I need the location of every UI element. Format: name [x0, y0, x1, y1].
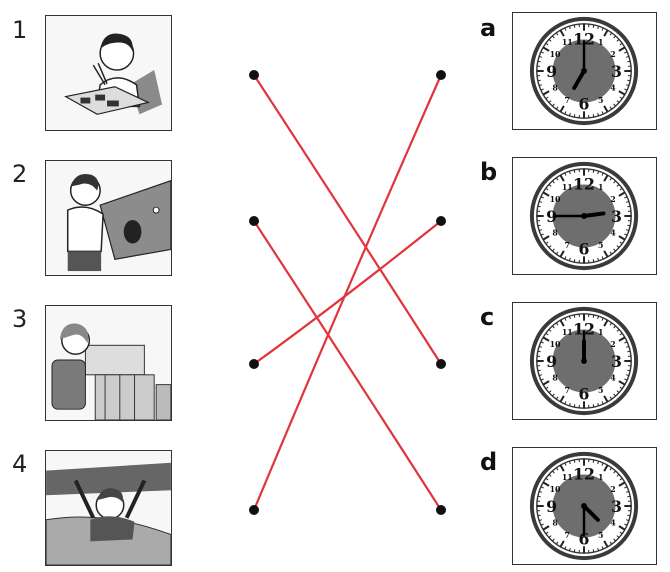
dial-number: 9 [546, 497, 557, 516]
connection-line [252, 219, 443, 366]
picture-2-boy-table-tennis [45, 160, 172, 276]
dial-number: 3 [611, 62, 622, 81]
dial-number: 8 [552, 374, 558, 383]
dial-number: 5 [598, 386, 603, 395]
dial-number: 2 [610, 195, 615, 204]
dial-number: 3 [611, 352, 622, 371]
dial-number: 10 [550, 195, 561, 204]
dial-number: 8 [552, 519, 558, 528]
dial-number: 12 [573, 319, 595, 338]
dial-number: 9 [546, 62, 557, 81]
left-dot [249, 70, 259, 80]
dial-number: 3 [611, 207, 622, 226]
dial-number: 9 [546, 352, 557, 371]
girl-school-illustration [46, 306, 171, 420]
dial-number: 2 [610, 340, 615, 349]
dial-number: 6 [579, 94, 590, 113]
hour-hand [572, 69, 586, 90]
dial-number: 1 [598, 328, 603, 337]
dial-number: 2 [610, 50, 615, 59]
connection-line [252, 73, 443, 512]
dial-number: 5 [598, 96, 603, 105]
right-dot [436, 216, 446, 226]
item-letter-d: d [480, 448, 498, 476]
dial-number: 1 [598, 183, 603, 192]
dial-number: 1 [598, 473, 603, 482]
item-number-3: 3 [12, 305, 28, 333]
right-dot [436, 505, 446, 515]
boy-waking-illustration [46, 451, 171, 565]
dial-number: 12 [573, 174, 595, 193]
dial-number: 4 [610, 84, 616, 93]
dial-number: 9 [546, 207, 557, 226]
picture-3-girl-school [45, 305, 172, 421]
dial-number: 3 [611, 497, 622, 516]
dial-number: 6 [579, 239, 590, 258]
dial-number: 6 [579, 384, 590, 403]
dial-number: 4 [610, 519, 616, 528]
dial-number: 11 [562, 328, 573, 337]
boy-table-tennis-illustration [46, 161, 171, 275]
dial-number: 8 [552, 229, 558, 238]
item-letter-b: b [480, 158, 498, 186]
picture-4-boy-waking [45, 450, 172, 566]
dial-number: 6 [579, 529, 590, 548]
item-number-2: 2 [12, 160, 28, 188]
dial-number: 10 [550, 50, 561, 59]
dial-number: 1 [598, 38, 603, 47]
right-dot [436, 70, 446, 80]
dial-number: 7 [565, 386, 570, 395]
dial-number: 12 [573, 29, 595, 48]
dial-number: 7 [565, 96, 570, 105]
dial-number: 12 [573, 464, 595, 483]
dial-number: 2 [610, 485, 615, 494]
dial-number: 7 [565, 531, 570, 540]
dial-number: 8 [552, 84, 558, 93]
girl-reading-illustration [46, 16, 171, 130]
dial-number: 10 [550, 485, 561, 494]
right-dot [436, 359, 446, 369]
dial-number: 5 [598, 241, 603, 250]
item-number-4: 4 [12, 450, 28, 478]
hour-hand [582, 504, 600, 522]
connection-line [252, 73, 443, 366]
picture-1-girl-reading [45, 15, 172, 131]
dial-number: 4 [610, 374, 616, 383]
dial-number: 7 [565, 241, 570, 250]
dial-number: 11 [562, 183, 573, 192]
left-dot [249, 216, 259, 226]
dial-number: 4 [610, 229, 616, 238]
left-dot [249, 505, 259, 515]
item-letter-c: c [480, 303, 495, 331]
item-number-1: 1 [12, 16, 28, 44]
dial-number: 11 [562, 38, 573, 47]
left-dot [249, 359, 259, 369]
connection-line [252, 219, 443, 512]
hour-hand [582, 211, 606, 218]
dial-number: 10 [550, 340, 561, 349]
dial-number: 11 [562, 473, 573, 482]
dial-number: 5 [598, 531, 603, 540]
item-letter-a: a [480, 14, 497, 42]
